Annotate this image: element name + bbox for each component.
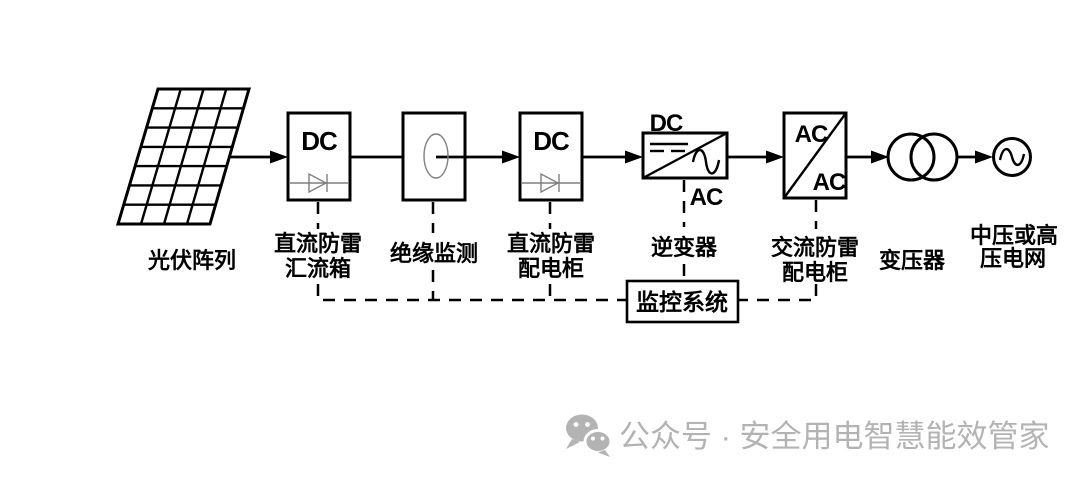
inverter-output-text: AC (690, 184, 723, 211)
inverter-input-text: DC (650, 110, 683, 137)
pv-array-grid (123, 88, 244, 225)
diode-icon (308, 172, 328, 194)
ac-cabinet-label-line2: 配电柜 (782, 260, 848, 285)
ac-cabinet-label-line1: 交流防雷 (771, 235, 859, 260)
monitoring-system-box (625, 279, 740, 324)
flow-lines (228, 150, 993, 164)
combiner-box-symbol: DC (286, 111, 352, 202)
ac-cabinet-output-text: AC (813, 169, 846, 196)
ac-cabinet-input-text: AC (795, 121, 828, 148)
grid-label-line2: 压电网 (980, 246, 1046, 271)
insulation-label: 绝缘监测 (390, 241, 478, 266)
ct-coil-icon (423, 133, 449, 179)
ac-cabinet-symbol: AC AC (782, 111, 848, 200)
combiner-label-line1: 直流防雷 (274, 231, 362, 256)
insulation-monitor-symbol (401, 111, 467, 202)
arrowhead (625, 150, 643, 164)
transformer-symbol (886, 132, 959, 182)
watermark-text: 公众号 · 安全用电智慧能效管家 (619, 419, 1050, 454)
dc-cabinet-symbol: DC (518, 111, 584, 202)
inverter-symbol: DC AC (641, 110, 729, 211)
pv-array-outline (115, 87, 251, 226)
wechat-icon (566, 414, 613, 457)
monitoring-links (316, 180, 818, 302)
arrowhead (871, 150, 889, 164)
arrowhead (502, 150, 520, 164)
monitoring-system-label: 监控系统 (636, 289, 728, 315)
dc-cabinet-label-line2: 配电柜 (518, 256, 584, 281)
arrowhead (270, 150, 288, 164)
diode-icon (540, 172, 560, 194)
watermark: 公众号 · 安全用电智慧能效管家 (566, 414, 1050, 457)
pv-array-symbol (115, 87, 251, 226)
dc-cabinet-label-line1: 直流防雷 (507, 231, 595, 256)
combiner-label-line2: 汇流箱 (285, 256, 351, 281)
transformer-label: 变压器 (879, 248, 946, 273)
inverter-label: 逆变器 (651, 235, 718, 260)
arrowhead (766, 150, 784, 164)
combiner-box-text: DC (301, 126, 338, 156)
arrowhead (975, 150, 993, 164)
dc-cabinet-box-text: DC (533, 126, 570, 156)
pv-array-label: 光伏阵列 (147, 248, 236, 273)
sine-wave-icon (998, 147, 1026, 167)
sine-wave-icon (691, 148, 721, 175)
grid-label-line1: 中压或高 (970, 223, 1058, 248)
grid-symbol (992, 137, 1032, 177)
